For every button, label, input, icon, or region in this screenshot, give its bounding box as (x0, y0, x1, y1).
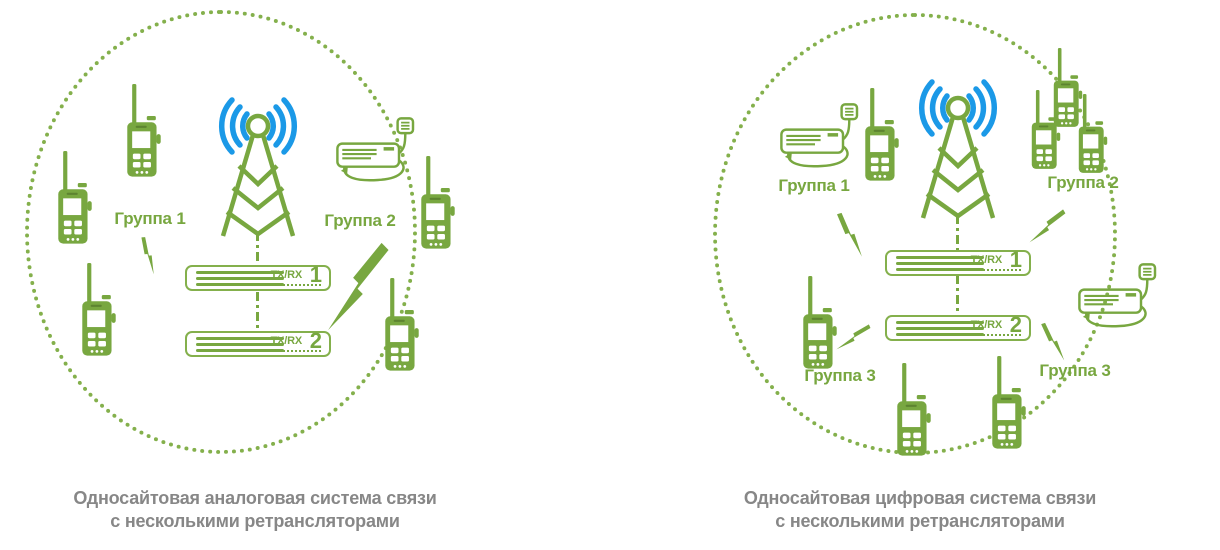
repeater-number: 1 (309, 262, 322, 287)
portable-radio-icon (54, 151, 96, 245)
group-label: Группа 2 (1047, 173, 1119, 192)
repeater-box: TX/RX 1 (185, 262, 331, 291)
repeater-dotted-line (283, 350, 321, 352)
antenna-tower-icon (896, 78, 1020, 220)
repeater-box: TX/RX 2 (185, 328, 331, 357)
mobile-radio-icon (336, 112, 420, 192)
mobile-radio-icon (1078, 258, 1162, 338)
repeater-number: 2 (1009, 312, 1022, 337)
portable-radio-icon (381, 278, 423, 372)
caption-line-2: с несколькими ретрансляторами (110, 511, 400, 531)
repeater-label: TX/RX (970, 319, 1003, 331)
group-label: Группа 3 (804, 366, 876, 385)
repeater-lines (896, 256, 984, 274)
repeater-lines (896, 321, 984, 339)
repeater-dotted-line (983, 269, 1021, 271)
group-label: Группа 3 (1039, 361, 1111, 380)
repeater-label: TX/RX (270, 269, 303, 281)
group-label: Группа 2 (324, 211, 396, 230)
portable-radio-icon (893, 363, 935, 457)
repeater-label: TX/RX (270, 335, 303, 347)
diagram-caption: Односайтовая аналоговая система связи с … (55, 487, 455, 533)
group-label: Группа 1 (114, 209, 186, 228)
group-label: Группа 1 (778, 176, 850, 195)
repeater-box: TX/RX 1 (885, 247, 1031, 276)
repeater-lines (196, 271, 284, 289)
repeater-number: 1 (1009, 247, 1022, 272)
portable-radio-icon (799, 276, 841, 370)
repeater-box: TX/RX 2 (885, 312, 1031, 341)
repeater-label: TX/RX (970, 254, 1003, 266)
repeater-dotted-line (983, 334, 1021, 336)
repeater-dotted-line (283, 284, 321, 286)
portable-radio-icon (123, 84, 165, 178)
caption-line-1: Односайтовая цифровая система связи (743, 488, 1097, 508)
repeater-lines (196, 337, 284, 355)
portable-radio-icon (861, 88, 903, 182)
caption-line-1: Односайтовая аналоговая система связи (73, 488, 437, 508)
portable-radio-icon (1075, 94, 1111, 174)
portable-radio-icon (1028, 90, 1064, 170)
repeater-number: 2 (309, 328, 322, 353)
mobile-radio-icon (780, 98, 864, 178)
caption-line-2: с несколькими ретрансляторами (775, 511, 1065, 531)
portable-radio-icon (78, 263, 120, 357)
diagram-caption: Односайтовая цифровая система связи с не… (715, 487, 1125, 533)
coverage-circle (25, 10, 417, 454)
antenna-tower-icon (196, 96, 320, 238)
portable-radio-icon (417, 156, 459, 250)
